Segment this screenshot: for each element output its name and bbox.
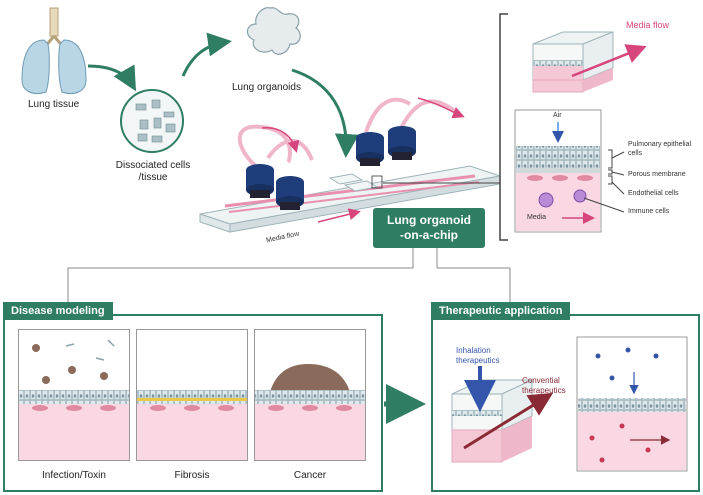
fibrosis-panel-art: [137, 330, 247, 460]
dissociated-label-1: Dissociated cells: [115, 160, 191, 171]
cancer-label: Cancer: [293, 470, 327, 481]
organoid-icon: [246, 7, 301, 55]
lung-organoids-label: Lung organoids: [232, 82, 301, 93]
infection-panel: [18, 329, 130, 461]
inhalation-label-1: Inhalation: [456, 346, 491, 355]
inset-air-label: Air: [553, 112, 562, 119]
therapeutic-cross-section: [576, 336, 688, 472]
inset-media-flow-label: Media flow: [626, 20, 670, 30]
fibrosis-panel: [136, 329, 248, 461]
inset-media-label: Media: [527, 214, 547, 221]
inset-chamber-cube: [532, 31, 614, 93]
chip-title-line1: Lung organoid: [387, 213, 471, 227]
inhalation-label-2: therapeutics: [456, 356, 500, 365]
disease-modeling-title: Disease modeling: [3, 302, 113, 320]
convential-label-1: Convential: [522, 376, 560, 385]
label-endothelial-cells: Endothelial cells: [628, 190, 679, 197]
chip-title-pill: Lung organoid -on-a-chip: [373, 208, 485, 248]
cancer-panel: [254, 329, 366, 461]
infection-label: Infection/Toxin: [42, 470, 106, 481]
label-porous-membrane: Porous membrane: [628, 171, 686, 178]
dissociated-label-2: /tissue: [138, 172, 168, 183]
disease-modeling-frame: [3, 314, 383, 492]
lung-icon: [21, 7, 87, 94]
therapeutic-title: Therapeutic application: [431, 302, 571, 320]
infection-panel-art: [19, 330, 129, 460]
inset-cross-section: [514, 109, 602, 233]
therapeutic-frame: [431, 314, 700, 492]
dissociated-cells-icon: [120, 89, 184, 153]
lung-tissue-label: Lung tissue: [28, 99, 80, 110]
label-pulmonary-epithelial: Pulmonary epithelial cells: [628, 141, 692, 157]
chip-title-line2: -on-a-chip: [400, 228, 458, 242]
fibrosis-label: Fibrosis: [174, 470, 210, 481]
convential-label-2: therapeutics: [522, 386, 566, 395]
label-immune-cells: Immune cells: [628, 208, 670, 215]
cancer-panel-art: [255, 330, 365, 460]
